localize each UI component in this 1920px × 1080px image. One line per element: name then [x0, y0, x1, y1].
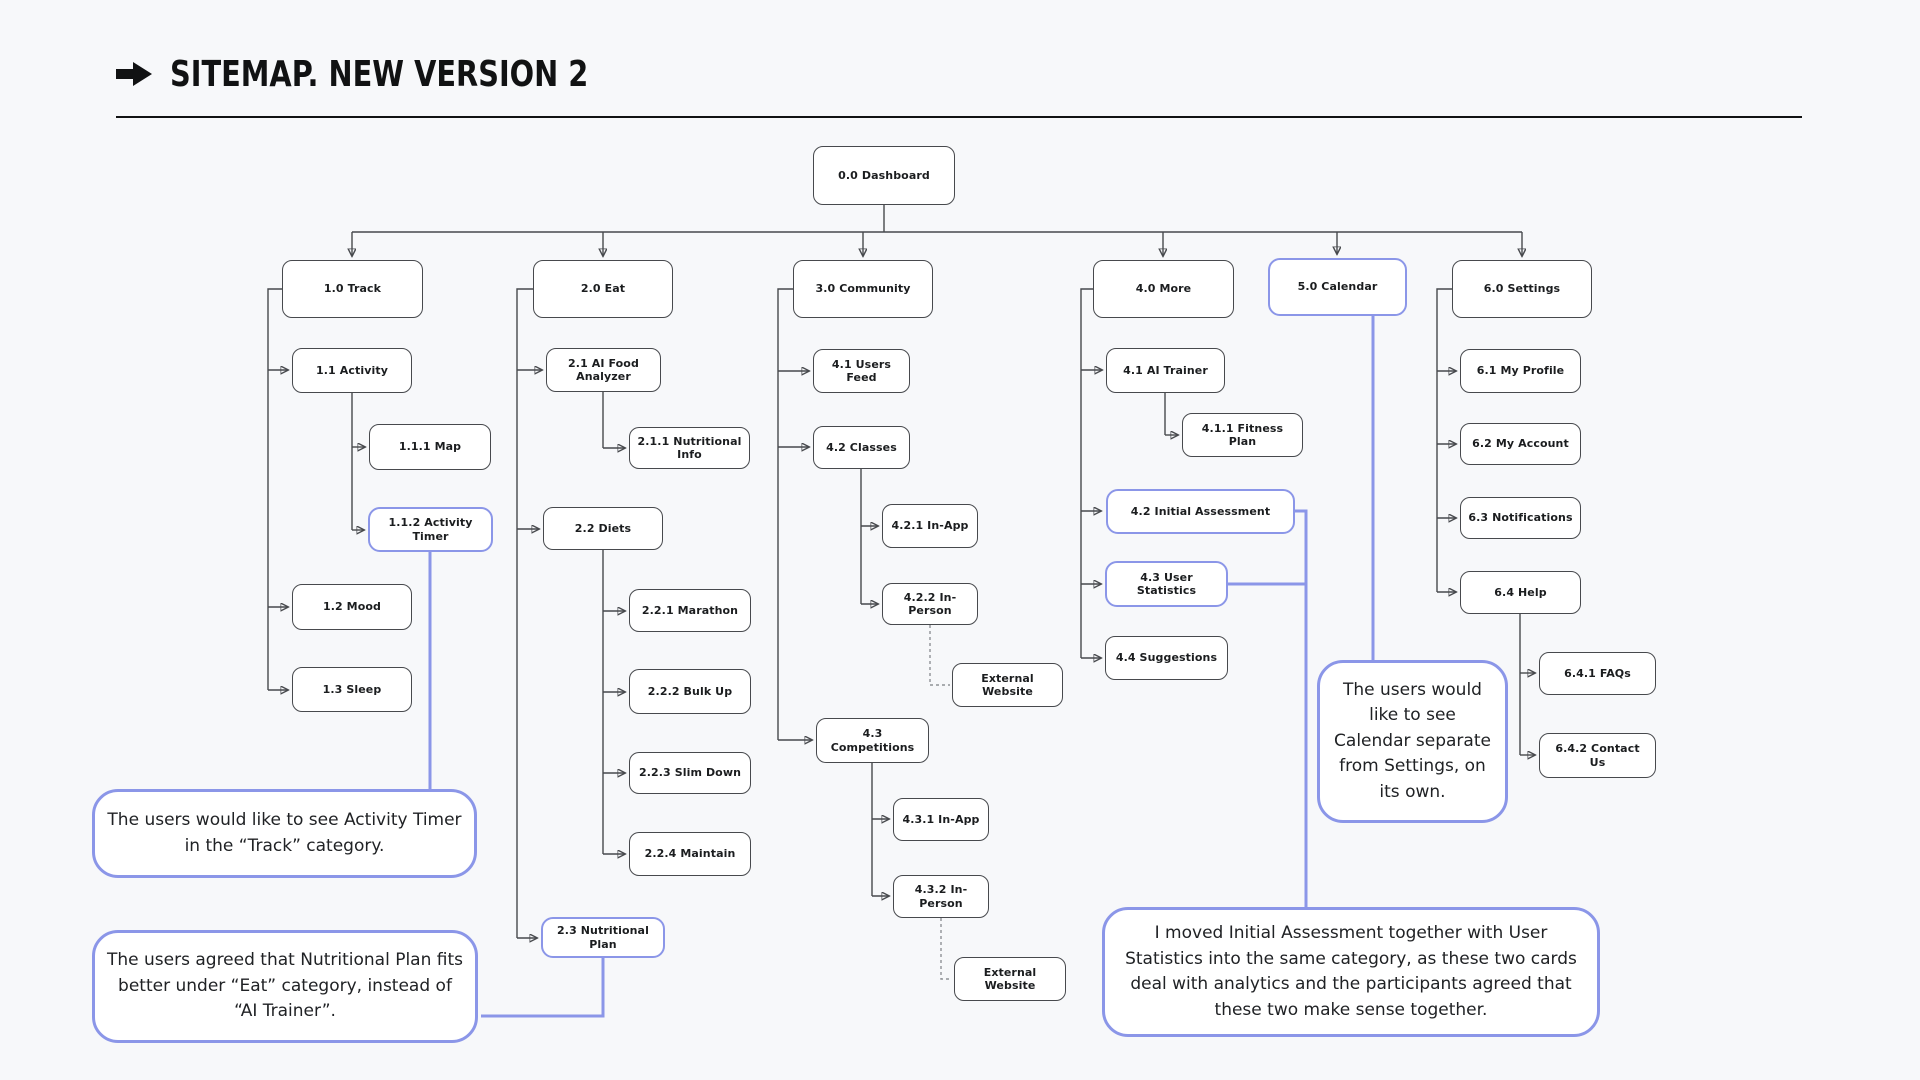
title-divider [116, 116, 1802, 118]
node-contact-us: 6.4.2 Contact Us [1539, 733, 1656, 778]
node-suggestions: 4.4 Suggestions [1105, 636, 1228, 680]
node-my-profile: 6.1 My Profile [1460, 349, 1581, 393]
node-competitions: 4.3 Competitions [816, 718, 929, 763]
node-classes-in-person: 4.2.2 In-Person [882, 583, 978, 625]
annotation-calendar: The users would like to see Calendar sep… [1317, 660, 1508, 823]
node-my-account: 6.2 My Account [1460, 423, 1581, 465]
top-level-connectors [352, 205, 1522, 256]
node-slim-down: 2.2.3 Slim Down [629, 752, 751, 794]
node-more: 4.0 More [1093, 260, 1234, 318]
node-ai-food-analyzer: 2.1 AI Food Analyzer [546, 348, 661, 392]
node-settings: 6.0 Settings [1452, 260, 1592, 318]
node-competitions-in-person: 4.3.2 In-Person [893, 875, 989, 918]
node-activity-timer: 1.1.2 Activity Timer [368, 507, 493, 552]
node-ai-trainer: 4.1 AI Trainer [1106, 348, 1225, 393]
node-sleep: 1.3 Sleep [292, 667, 412, 712]
node-map: 1.1.1 Map [369, 424, 491, 470]
settings-branch-connectors [1436, 288, 1535, 755]
annotation-analytics: I moved Initial Assessment together with… [1102, 907, 1600, 1037]
node-dashboard: 0.0 Dashboard [813, 146, 955, 205]
node-initial-assessment: 4.2 Initial Assessment [1106, 489, 1295, 534]
page-title: SITEMAP. NEW VERSION 2 [170, 54, 589, 95]
annotation-activity-timer: The users would like to see Activity Tim… [92, 789, 477, 878]
annotation-nutritional-plan: The users agreed that Nutritional Plan f… [92, 930, 478, 1043]
node-external-website-2: External Website [954, 957, 1066, 1001]
node-community: 3.0 Community [793, 260, 933, 318]
node-nutritional-info: 2.1.1 Nutritional Info [629, 427, 750, 469]
node-eat: 2.0 Eat [533, 260, 673, 318]
node-classes: 4.2 Classes [813, 426, 910, 469]
node-diets: 2.2 Diets [543, 507, 663, 550]
node-bulk-up: 2.2.2 Bulk Up [629, 669, 751, 714]
community-branch-connectors [777, 288, 952, 980]
node-external-website-1: External Website [952, 663, 1063, 707]
node-activity: 1.1 Activity [292, 348, 412, 393]
node-track: 1.0 Track [282, 260, 423, 318]
right-arrow-icon [116, 62, 152, 86]
node-fitness-plan: 4.1.1 Fitness Plan [1182, 413, 1303, 457]
node-marathon: 2.2.1 Marathon [629, 589, 751, 632]
node-classes-in-app: 4.2.1 In-App [882, 504, 978, 548]
page-header: SITEMAP. NEW VERSION 2 [116, 48, 1804, 100]
node-users-feed: 4.1 Users Feed [813, 349, 910, 393]
node-help: 6.4 Help [1460, 571, 1581, 614]
eat-branch-connectors [516, 288, 625, 938]
track-branch-connectors [267, 288, 365, 690]
node-notifications: 6.3 Notifications [1460, 497, 1581, 539]
annotation-connectors [428, 316, 1375, 1018]
more-branch-connectors [1080, 288, 1178, 658]
node-mood: 1.2 Mood [292, 584, 412, 630]
node-maintain: 2.2.4 Maintain [629, 832, 751, 876]
node-nutritional-plan: 2.3 Nutritional Plan [541, 917, 665, 958]
node-calendar: 5.0 Calendar [1268, 258, 1407, 316]
node-user-statistics: 4.3 User Statistics [1105, 561, 1228, 607]
node-faqs: 6.4.1 FAQs [1539, 652, 1656, 695]
node-competitions-in-app: 4.3.1 In-App [893, 798, 989, 841]
